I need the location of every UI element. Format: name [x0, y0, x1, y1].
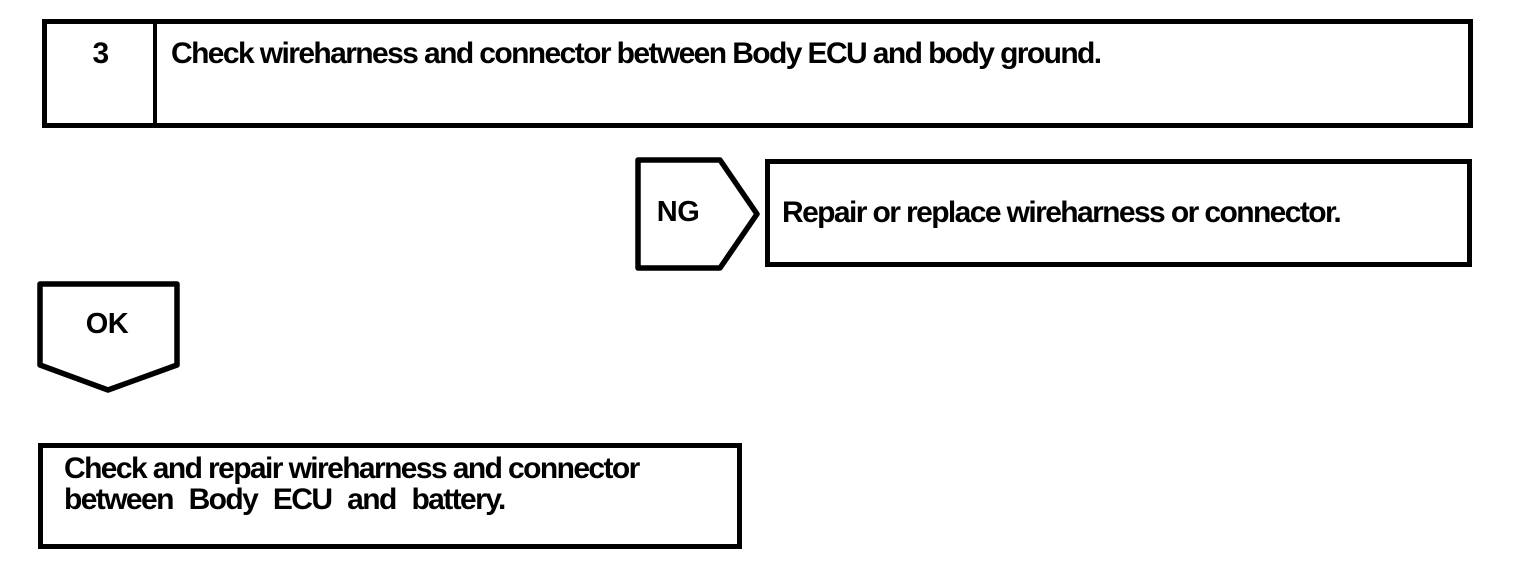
ok-connector: OK [37, 281, 181, 393]
ng-pentagon-right-icon [635, 157, 760, 271]
ok-action-box: Check and repair wireharness and connect… [38, 443, 742, 549]
step-instruction: Check wireharness and connector between … [171, 37, 1102, 70]
ng-action-text: Repair or replace wireharness or connect… [782, 196, 1342, 229]
ng-connector: NG [635, 157, 761, 271]
ok-action-line2: between Body ECU and battery. [64, 483, 506, 516]
ng-action-box: Repair or replace wireharness or connect… [765, 159, 1472, 267]
ok-label: OK [85, 307, 129, 340]
ng-label: NG [656, 195, 700, 228]
step-box: 3 Check wireharness and connector betwee… [42, 19, 1473, 128]
step-number: 3 [47, 24, 157, 123]
ok-action-line1: Check and repair wireharness and connect… [64, 452, 640, 485]
ok-pentagon-down-icon [37, 281, 180, 393]
